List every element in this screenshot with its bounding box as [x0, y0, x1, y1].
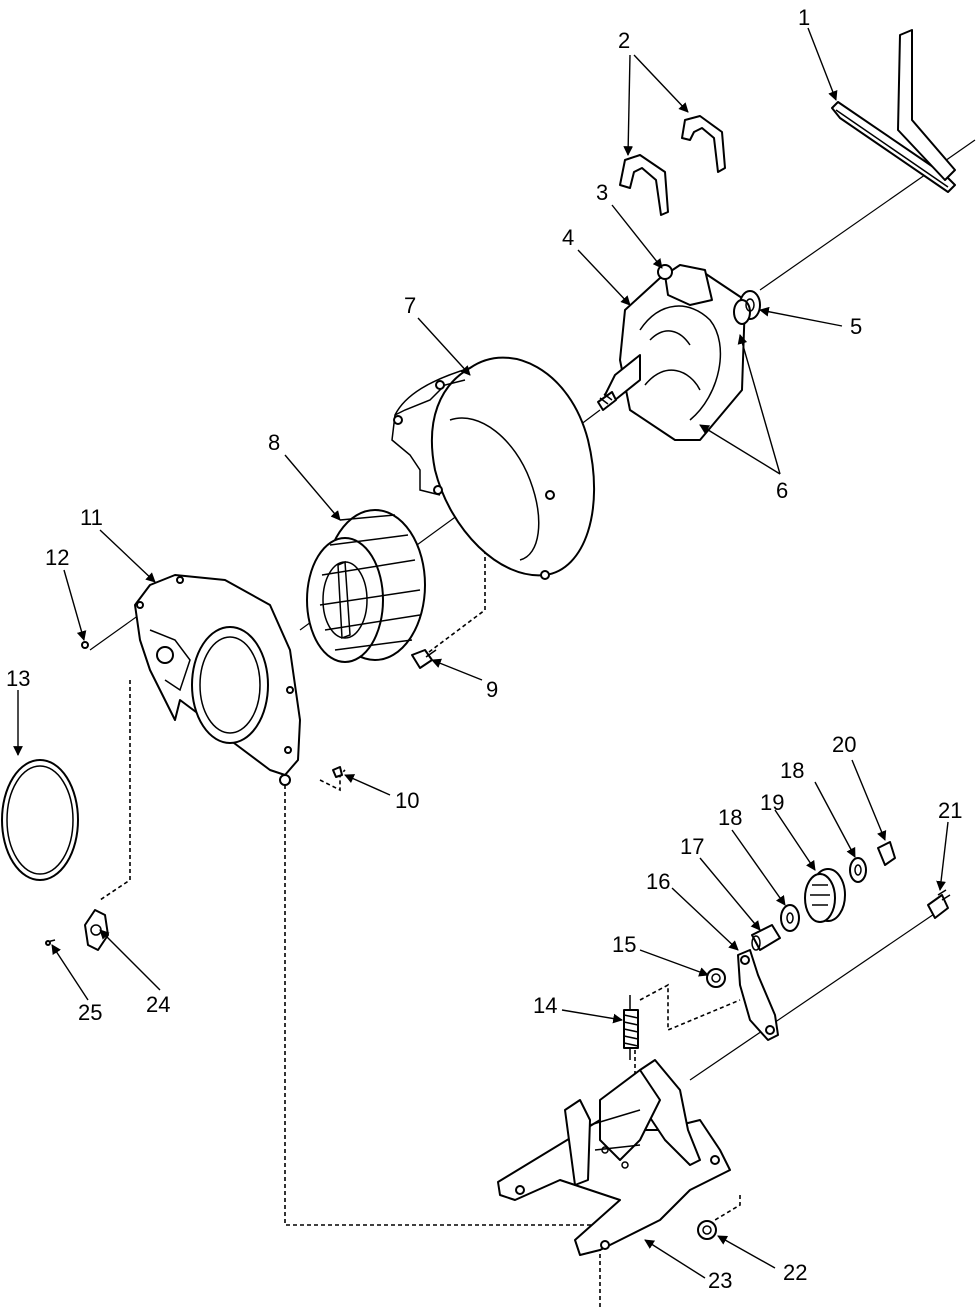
idler-bolt[interactable] [927, 889, 951, 919]
callout-24: 24 [146, 992, 170, 1017]
bracket-nut[interactable] [697, 1220, 717, 1240]
blower-wheel[interactable] [306, 509, 426, 663]
motor-pulley[interactable] [733, 290, 761, 325]
callout-7: 7 [404, 293, 416, 318]
blower-housing[interactable] [391, 356, 595, 580]
motor-clip-upper[interactable] [681, 115, 726, 173]
idler-nut[interactable] [706, 968, 726, 988]
callout-labels: 1 2 3 4 5 6 7 8 9 10 11 12 13 14 15 16 1… [6, 5, 962, 1293]
thermostat-bracket[interactable] [84, 909, 109, 951]
callout-1: 1 [798, 5, 810, 30]
retaining-clip[interactable] [877, 841, 896, 866]
callout-13: 13 [6, 666, 30, 691]
blower-cover-plate[interactable] [134, 574, 301, 786]
housing-screw[interactable] [411, 649, 437, 669]
idler-washer-inner[interactable] [780, 904, 800, 932]
motor-mount-bracket[interactable] [497, 1059, 731, 1256]
idler-washer-outer[interactable] [849, 857, 867, 883]
motor-clip-lower[interactable] [619, 154, 669, 216]
callout-17: 17 [680, 834, 704, 859]
callout-5: 5 [850, 314, 862, 339]
drive-belt[interactable] [831, 29, 956, 193]
idler-shaft[interactable] [751, 924, 781, 951]
callout-21: 21 [938, 798, 962, 823]
drive-motor[interactable] [597, 264, 746, 441]
callout-10: 10 [395, 788, 419, 813]
leader-lines [13, 27, 949, 1279]
idler-pulley[interactable] [804, 868, 846, 923]
motor-switch[interactable] [657, 264, 673, 280]
idler-spring[interactable] [623, 995, 639, 1060]
callout-12: 12 [45, 545, 69, 570]
callout-22: 22 [783, 1260, 807, 1285]
callout-2: 2 [618, 28, 630, 53]
callout-4: 4 [562, 225, 574, 250]
cover-small-screw[interactable] [81, 641, 89, 649]
callout-18a: 18 [718, 805, 742, 830]
callout-3: 3 [596, 180, 608, 205]
callout-9: 9 [486, 677, 498, 702]
callout-20: 20 [832, 732, 856, 757]
idler-arm[interactable] [737, 949, 779, 1041]
callout-25: 25 [78, 1000, 102, 1025]
callout-19: 19 [760, 790, 784, 815]
idler-axis-line [689, 909, 941, 1081]
cover-screw[interactable] [332, 766, 343, 778]
callout-16: 16 [646, 869, 670, 894]
thermostat-screw[interactable] [45, 939, 56, 946]
blower-seal[interactable] [1, 759, 79, 881]
callout-8: 8 [268, 430, 280, 455]
callout-23: 23 [708, 1268, 732, 1293]
callout-18b: 18 [780, 758, 804, 783]
callout-6: 6 [776, 478, 788, 503]
callout-14: 14 [533, 993, 557, 1018]
callout-11: 11 [80, 505, 103, 530]
callout-15: 15 [612, 932, 636, 957]
